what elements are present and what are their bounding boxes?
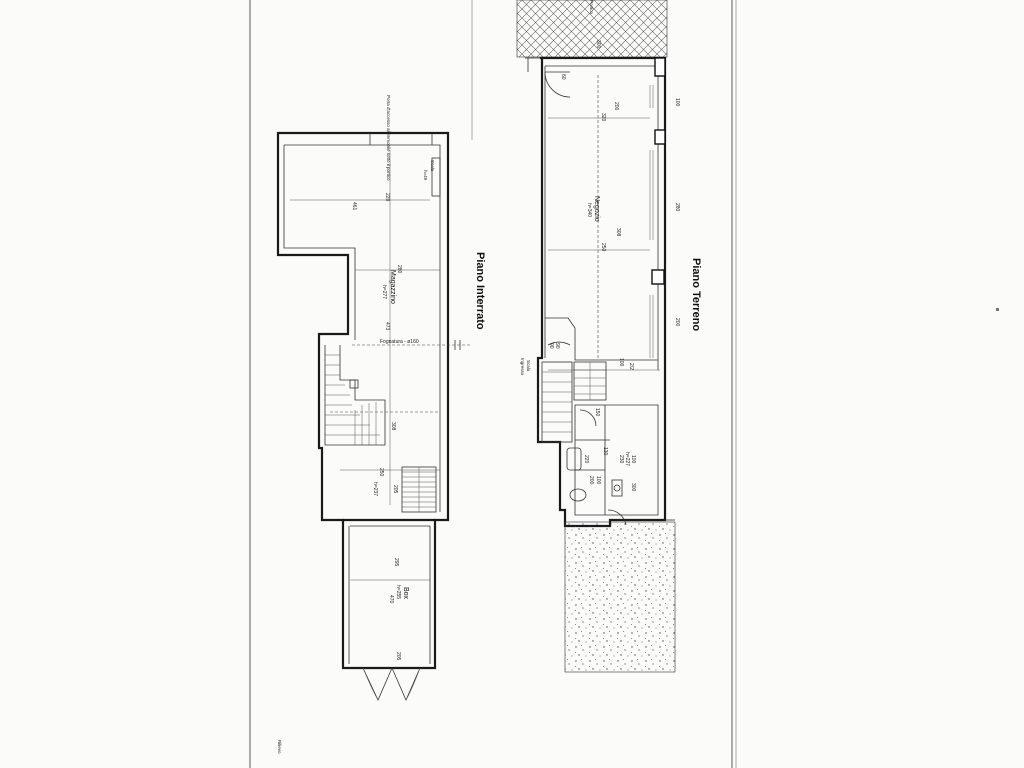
ground-dim: 308 (615, 228, 621, 237)
negozio-height: h=340 (586, 203, 592, 217)
basement-access-note: Porta d'accesso all'immobile sotto il po… (386, 95, 391, 181)
basement-stair-2 (401, 466, 437, 513)
ground-dim: 90 (554, 343, 560, 349)
ground-dim: 150 (594, 408, 600, 417)
ground-title: Piano Terreno (690, 258, 702, 331)
portico-label: Portico (589, 0, 594, 15)
basement-dim: 473 (384, 322, 390, 331)
basement-stair-height: h=49 (423, 170, 428, 181)
ground-dim: 200 (588, 476, 594, 485)
ground-dimensions: 60 300 100 200 320 280 308 250 200 90 90… (548, 40, 680, 492)
magazzino-label: Magazzino (389, 270, 396, 304)
ground-dim: 2/2 (628, 363, 634, 370)
ground-dim: 250 (600, 243, 606, 252)
ground-stair (541, 361, 607, 443)
ground-dim: 130 (602, 447, 608, 456)
box-door (362, 667, 421, 701)
basement-title: Piano Interrato (474, 252, 486, 330)
ground-dim: 100 (595, 476, 601, 485)
ground-dim: 230 (618, 455, 624, 464)
sheet-note: Rilievo (277, 740, 282, 754)
box-height: h=255 (395, 585, 401, 599)
basement-dim: 220 (384, 193, 390, 202)
basement-dim: 280 (396, 265, 402, 274)
basement-dim: 308 (390, 422, 396, 431)
basement-plan (276, 131, 470, 701)
ground-dim: 300 (595, 40, 601, 49)
basement-dim: 205 (395, 652, 401, 661)
basement-dim: 295 (393, 558, 399, 567)
basement-dim: 205 (392, 485, 398, 494)
sewer-label: Fognatura - ø160 (380, 339, 419, 345)
basement-dim: h=237 (372, 482, 378, 496)
ground-stair-note: Scala (526, 360, 531, 372)
bath-height: h=227 (624, 452, 630, 466)
courtyard-area (564, 521, 676, 673)
speck (996, 308, 999, 311)
ground-dim: 200 (674, 318, 680, 327)
ground-dim: 200 (613, 102, 619, 111)
basement-dimensions: 461 220 280 473 308 250 h=237 205 295 47… (351, 193, 402, 661)
ground-dim: 300 (630, 483, 636, 492)
negozio-label: Negozio (593, 196, 600, 222)
ground-dim: 100 (674, 98, 680, 107)
basement-dim: 470 (388, 595, 394, 604)
ground-dim: 280 (674, 203, 680, 212)
ground-dim: 100 (618, 358, 624, 367)
basement-dim: 250 (378, 468, 384, 477)
portico-area (516, 0, 668, 58)
ground-entry-note: Ingresso (520, 358, 525, 376)
box-label: Box (402, 587, 409, 600)
magazzino-height: h=277 (381, 285, 387, 299)
ground-dim: 100 (630, 455, 636, 464)
ground-dim: 60 (560, 74, 566, 80)
sheet-frame (249, 0, 737, 768)
basement-dim: 461 (351, 202, 357, 211)
basement-stair (324, 345, 386, 446)
ground-dim: 320 (600, 113, 606, 122)
ground-dim: 90 (548, 343, 554, 349)
bathroom-block (566, 404, 659, 526)
ground-plan (516, 0, 676, 673)
basement-stair-note: Scala (430, 160, 435, 172)
ground-dim: 220 (583, 455, 589, 464)
